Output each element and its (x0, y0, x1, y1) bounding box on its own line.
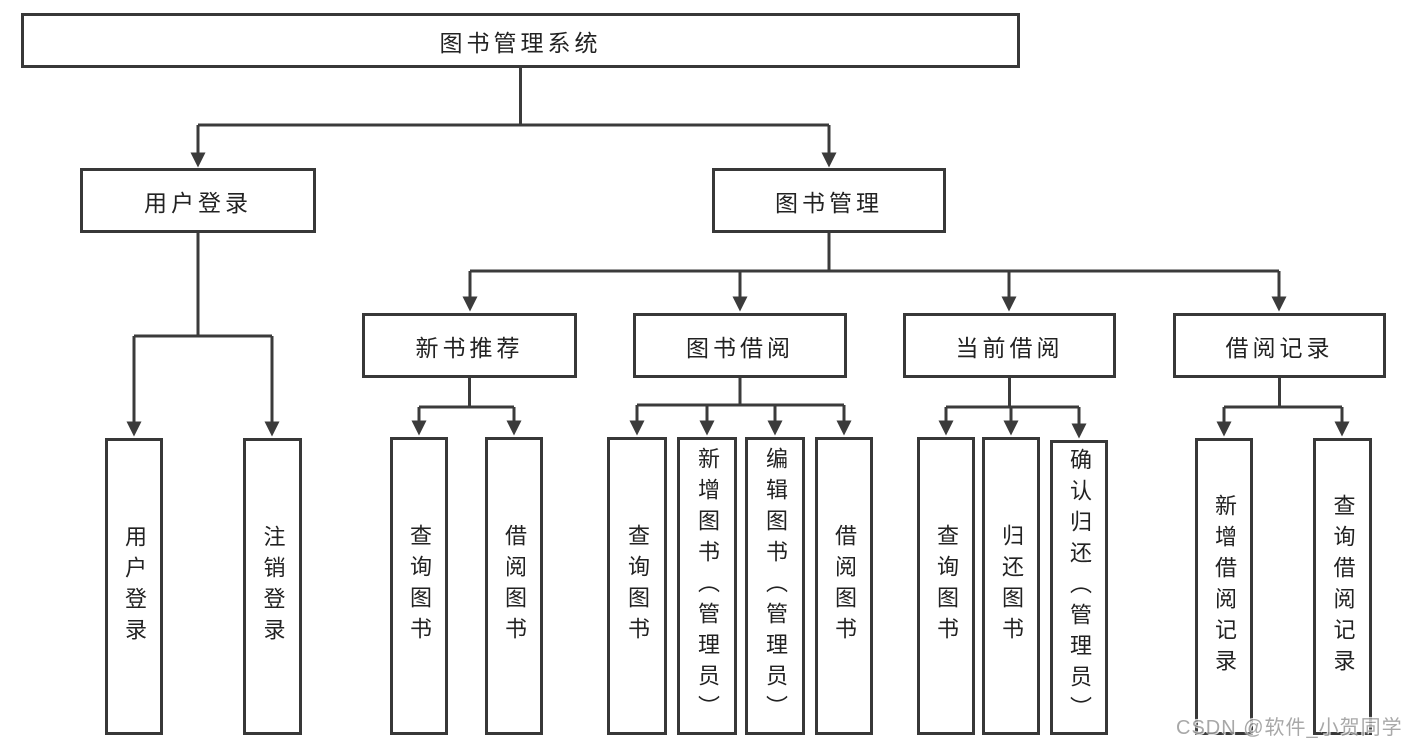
leaf-user-login: 用户登录 (105, 438, 163, 735)
leaf-borrow-books-2: 借阅图书 (815, 437, 873, 735)
csdn-watermark: CSDN @软件_小贺同学 (1176, 717, 1403, 739)
connector-currentborrow-to-leaves (938, 378, 1087, 439)
leaf-query-books-3: 查询图书 (917, 437, 975, 735)
node-borrowing-records-label: 借阅记录 (1225, 334, 1334, 361)
node-new-book-recommend-label: 新书推荐 (415, 334, 524, 361)
leaf-query-books-2: 查询图书 (607, 437, 667, 735)
leaf-add-books-admin-label: 新增图书（管理员） (695, 446, 720, 726)
leaf-borrow-books-2-label: 借阅图书 (832, 524, 857, 648)
node-root-label: 图书管理系统 (439, 29, 602, 56)
node-user-login-label: 用户登录 (144, 189, 252, 216)
leaf-return-books-label: 归还图书 (999, 524, 1024, 648)
node-current-borrowing: 当前借阅 (903, 313, 1116, 378)
node-book-management: 图书管理 (712, 168, 946, 233)
node-new-book-recommend: 新书推荐 (362, 313, 577, 378)
leaf-query-borrow-record-label: 查询借阅记录 (1330, 493, 1356, 680)
connector-bookborrow-to-leaves (629, 378, 852, 436)
leaf-logout-label: 注销登录 (260, 524, 286, 649)
leaf-query-books-1-label: 查询图书 (407, 524, 432, 648)
node-book-borrowing: 图书借阅 (633, 313, 847, 378)
node-book-management-label: 图书管理 (775, 189, 883, 216)
leaf-borrow-books-1: 借阅图书 (485, 437, 543, 735)
connector-userlogin-to-leaves (126, 233, 280, 437)
leaf-add-borrow-record-label: 新增借阅记录 (1212, 493, 1237, 680)
leaf-add-borrow-record: 新增借阅记录 (1195, 438, 1253, 735)
node-current-borrowing-label: 当前借阅 (955, 334, 1064, 361)
leaf-query-books-2-label: 查询图书 (625, 524, 650, 648)
leaf-user-login-label: 用户登录 (122, 524, 147, 649)
leaf-confirm-return-admin-label: 确认归还（管理员） (1067, 448, 1092, 727)
leaf-borrow-books-1-label: 借阅图书 (502, 524, 527, 648)
leaf-query-books-3-label: 查询图书 (934, 524, 959, 648)
node-borrowing-records: 借阅记录 (1173, 313, 1386, 378)
leaf-return-books: 归还图书 (982, 437, 1040, 735)
leaf-edit-books-admin-label: 编辑图书（管理员） (763, 446, 788, 726)
leaf-query-books-1: 查询图书 (390, 437, 448, 735)
leaf-logout: 注销登录 (243, 438, 302, 735)
connector-borrowrecords-to-leaves (1216, 378, 1350, 437)
node-book-borrowing-label: 图书借阅 (686, 334, 794, 361)
node-root-system: 图书管理系统 (21, 13, 1020, 68)
leaf-add-books-admin: 新增图书（管理员） (677, 437, 737, 735)
connector-root-to-level2 (190, 68, 837, 168)
node-user-login: 用户登录 (80, 168, 316, 233)
leaf-confirm-return-admin: 确认归还（管理员） (1050, 440, 1108, 735)
leaf-edit-books-admin: 编辑图书（管理员） (745, 437, 805, 735)
connector-bookmgmt-to-level3 (462, 233, 1287, 312)
leaf-query-borrow-record: 查询借阅记录 (1313, 438, 1372, 735)
connector-newbooks-to-leaves (411, 378, 522, 436)
